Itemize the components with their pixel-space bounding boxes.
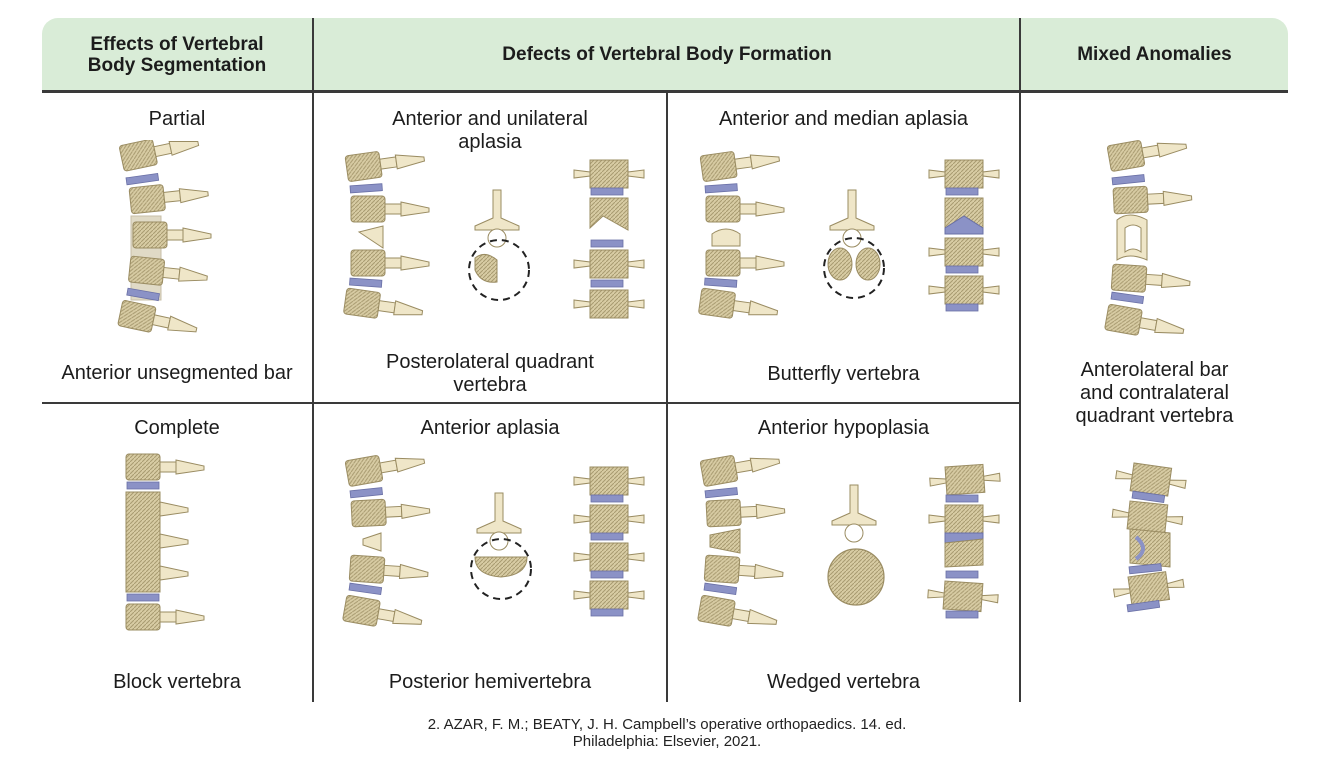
label-anterior-median-aplasia: Anterior and median aplasia	[668, 108, 1019, 131]
citation-line-2: Philadelphia: Elsevier, 2021.	[0, 733, 1334, 750]
label-anterior-hypoplasia: Anterior hypoplasia	[668, 417, 1019, 440]
butterfly-vertebra-illustration	[690, 150, 1010, 340]
label-anterior-aplasia: Anterior aplasia	[314, 417, 666, 440]
posterolateral-quadrant-illustration	[335, 150, 655, 340]
label-complete: Complete	[42, 417, 312, 440]
citation-line-1: 2. AZAR, F. M.; BEATY, J. H. Campbell’s …	[0, 716, 1334, 733]
posterior-hemivertebra-illustration	[335, 455, 655, 655]
wedged-vertebra-illustration	[690, 455, 1010, 655]
label-posterior-hemivertebra: Posterior hemivertebra	[314, 671, 666, 694]
header-mixed: Mixed Anomalies	[1021, 18, 1288, 91]
label-anterolateral-bar: Anterolateral bar and contralateral quad…	[1021, 359, 1288, 428]
citation: 2. AZAR, F. M.; BEATY, J. H. Campbell’s …	[0, 716, 1334, 750]
header-rule	[42, 90, 1288, 93]
label-block-vertebra: Block vertebra	[42, 671, 312, 694]
mixed-anomaly-coronal-illustration	[1100, 455, 1210, 635]
partial-spine-illustration	[105, 140, 245, 355]
label-wedged-vertebra: Wedged vertebra	[668, 671, 1019, 694]
label-anterior-unsegmented-bar: Anterior unsegmented bar	[42, 362, 312, 385]
header-segmentation: Effects of Vertebral Body Segmentation	[42, 18, 312, 91]
label-butterfly-vertebra: Butterfly vertebra	[668, 363, 1019, 386]
grid-line	[666, 92, 668, 702]
header-formation: Defects of Vertebral Body Formation	[314, 18, 1020, 91]
label-anterior-unilateral-aplasia: Anterior and unilateral aplasia	[314, 108, 666, 154]
mixed-anomaly-sagittal-illustration	[1095, 140, 1215, 350]
label-posterolateral-quadrant: Posterolateral quadrant vertebra	[314, 351, 666, 397]
complete-spine-illustration	[110, 448, 240, 663]
grid-line	[42, 402, 1020, 404]
label-partial: Partial	[42, 108, 312, 131]
